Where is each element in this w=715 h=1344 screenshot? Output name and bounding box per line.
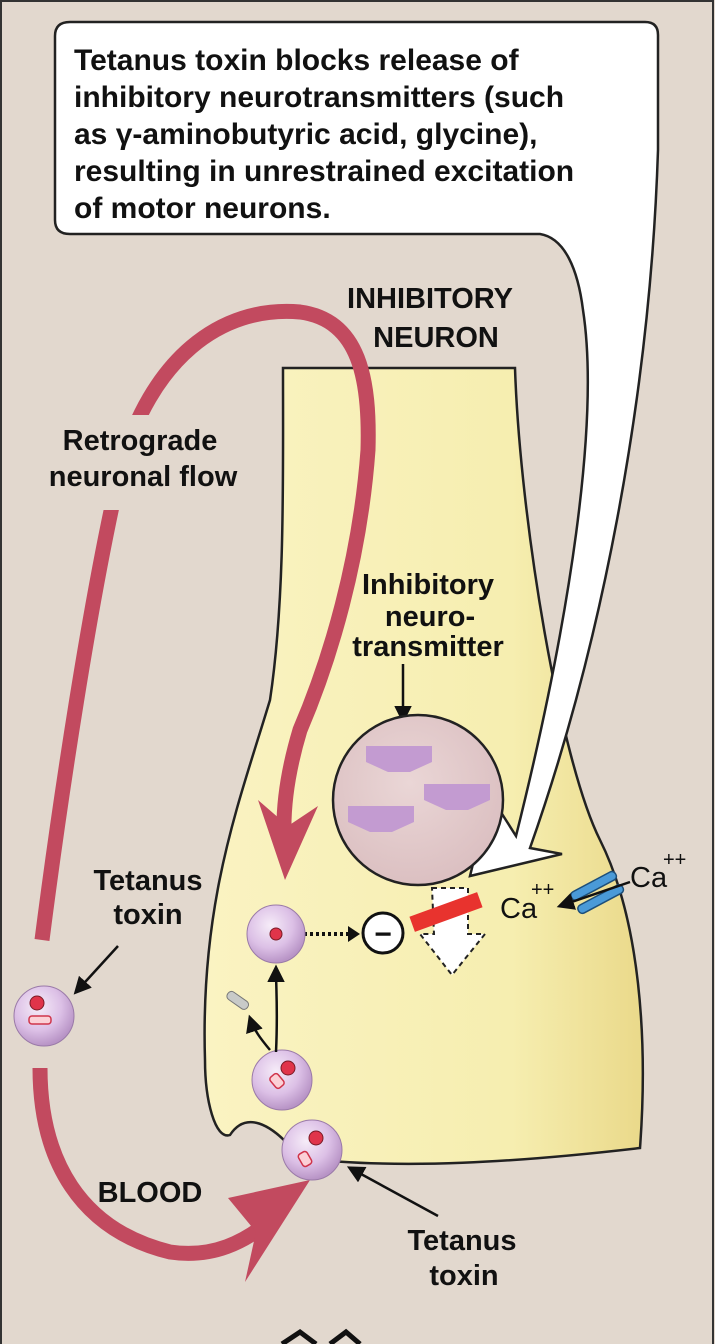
- toxin-sphere-bottom: [281, 1119, 343, 1181]
- toxin-sphere-internalized: [251, 1049, 313, 1111]
- callout-line-4: resulting in unrestrained excitation: [74, 155, 574, 188]
- callout-line-3: as γ-aminobutyric acid, glycine),: [74, 118, 537, 151]
- ca-outside-label: Ca: [630, 862, 668, 894]
- blood-label: BLOOD: [98, 1177, 203, 1209]
- blood-arrowhead: [228, 1180, 310, 1282]
- callout-line-2: inhibitory neurotransmitters (such: [74, 81, 564, 114]
- inhib-nt-label-2: neuro-: [385, 601, 475, 633]
- blood-flow-arrow: [32, 1067, 286, 1261]
- tetanus-left-pointer: [73, 945, 119, 995]
- inhib-nt-label-3: transmitter: [352, 631, 504, 663]
- internalize-arrow-up: [267, 964, 285, 1053]
- toxin-fragment: [226, 990, 250, 1010]
- minus-sign-icon: [361, 911, 405, 955]
- block-bar-icon: [409, 892, 483, 932]
- inhibitory-neuron-label-2: NEURON: [373, 322, 499, 354]
- retrograde-label-gap: [20, 415, 265, 510]
- inhib-nt-label-1: Inhibitory: [362, 569, 494, 601]
- tetanus-left-label-1: Tetanus: [93, 865, 202, 897]
- neurotransmitter-3: [348, 806, 414, 832]
- retrograde-arrowhead: [258, 800, 318, 880]
- retrograde-flow-arrow: [34, 303, 376, 941]
- neurotransmitter-2: [424, 784, 490, 810]
- ca-inside-sup: ++: [531, 879, 554, 901]
- toxin-sphere-left: [13, 985, 75, 1047]
- retrograde-label-2: neuronal flow: [49, 461, 238, 493]
- callout-text: Tetanus toxin blocks release of inhibito…: [74, 44, 574, 225]
- tetanus-bottom-pointer: [346, 1166, 439, 1218]
- fragment-arrow: [246, 1014, 271, 1051]
- tetanus-left-label-2: toxin: [113, 899, 182, 931]
- toxin-sphere-active: [246, 904, 306, 964]
- ca-inside-label: Ca: [500, 893, 538, 925]
- neurotransmitter-1: [366, 746, 432, 772]
- callout-line-1: Tetanus toxin blocks release of: [74, 44, 520, 77]
- inhibitory-neuron-label-1: INHIBITORY: [347, 283, 513, 315]
- bottom-edge-arrows: [280, 1328, 362, 1344]
- callout-line-5: of motor neurons.: [74, 192, 331, 225]
- inhibition-arrowhead: [348, 926, 360, 942]
- tetanus-bottom-label-2: toxin: [429, 1260, 498, 1292]
- ca-influx-arrow: [556, 880, 631, 910]
- retrograde-label-1: Retrograde: [63, 425, 218, 457]
- minus-sign-text: −: [374, 918, 392, 951]
- tetanus-bottom-label-1: Tetanus: [407, 1225, 516, 1257]
- callout-box: [53, 20, 660, 878]
- ca-outside-sup: ++: [663, 849, 686, 871]
